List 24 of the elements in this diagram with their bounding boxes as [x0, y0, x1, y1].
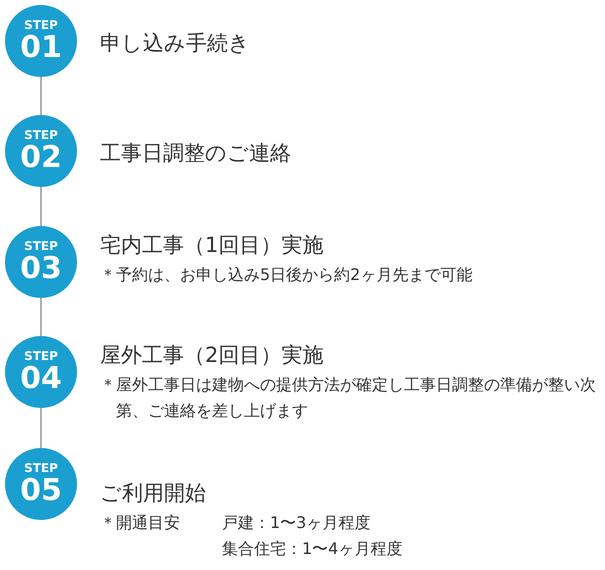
step-label: STEP: [24, 462, 58, 474]
step-label: STEP: [24, 19, 58, 31]
step-note: ＊開通目安: [100, 512, 181, 534]
step-label: STEP: [24, 240, 58, 252]
connector-line: [40, 408, 42, 448]
step-title: 屋外工事（2回目）実施: [100, 342, 324, 369]
step-number: 02: [20, 143, 62, 173]
step-number: 01: [20, 33, 62, 63]
step-note: ＊予約は、お申し込み5日後から約2ヶ月先まで可能: [100, 264, 474, 286]
connector-line: [40, 77, 42, 115]
step-label: STEP: [24, 129, 58, 141]
step-number: 04: [20, 364, 62, 394]
duration-note: 集合住宅：1〜4ヶ月程度: [222, 538, 402, 560]
step-note: ＊屋外工事日は建物への提供方法が確定し工事日調整の準備が整い次第、ご連絡を差し上げます: [100, 374, 597, 422]
step-number: 05: [20, 476, 62, 506]
step-title: 宅内工事（1回目）実施: [100, 232, 324, 259]
step-number: 03: [20, 254, 62, 284]
duration-note: 戸建：1〜3ヶ月程度: [222, 512, 370, 534]
connector-line: [40, 298, 42, 336]
step-title: ご利用開始: [100, 480, 207, 507]
connector-line: [40, 187, 42, 226]
step-title: 申し込み手続き: [100, 30, 251, 57]
step-title: 工事日調整のご連絡: [100, 140, 292, 167]
step-label: STEP: [24, 350, 58, 362]
